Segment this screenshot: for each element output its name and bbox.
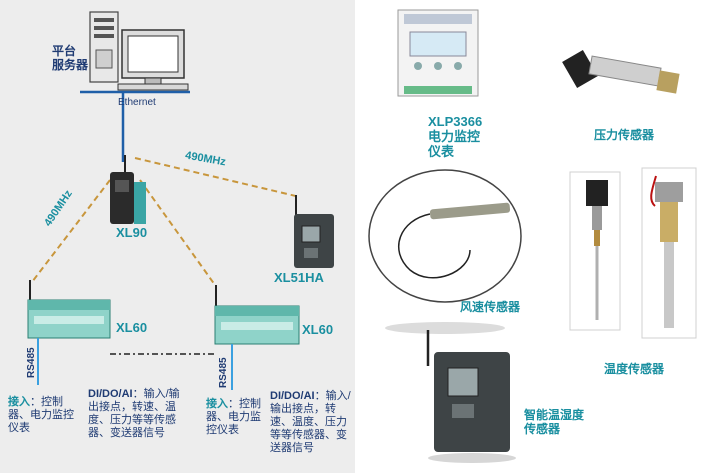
access-note-right: 接入：控制器、电力监控仪表 bbox=[206, 398, 264, 437]
access-note-left-text: ：控制器、电力监控仪表 bbox=[8, 396, 74, 434]
rs485-label-right: RS485 bbox=[218, 357, 229, 388]
radio-link-xl51ha bbox=[134, 157, 301, 198]
dio-note-left-prefix: DI/DO/AI bbox=[88, 388, 133, 400]
access-note-right-prefix: 接入 bbox=[206, 398, 228, 410]
dio-note-right-text: ：输入/输出接点，转速、温度、压力等等传感器、变送器信号 bbox=[270, 390, 351, 454]
xl60-right-label: XL60 bbox=[302, 322, 334, 337]
xl90-label: XL90 bbox=[116, 225, 148, 240]
access-note-left-prefix: 接入 bbox=[8, 396, 30, 408]
pressure-sensor-label: 压力传感器 bbox=[594, 128, 655, 142]
server-tower-icon bbox=[89, 11, 119, 83]
xl51ha-device-icon bbox=[294, 195, 334, 268]
xl51ha-label: XL51HA bbox=[274, 270, 324, 285]
xlp3366-meter-icon bbox=[397, 9, 479, 97]
server-label: 平台 服务器 bbox=[52, 44, 89, 72]
panel-divider bbox=[355, 0, 362, 473]
humidity-sensor-icon bbox=[426, 330, 516, 463]
xl60-right-device-icon bbox=[214, 285, 300, 345]
access-note-left: 接入：控制器、电力监控仪表 bbox=[8, 396, 76, 435]
dio-note-right: DI/DO/AI：输入/输出接点，转速、温度、压力等等传感器、变送器信号 bbox=[270, 390, 352, 455]
ethernet-label: Ethernet bbox=[118, 97, 156, 108]
dio-note-right-prefix: DI/DO/AI bbox=[270, 390, 315, 402]
wind-sensor-icon bbox=[368, 169, 522, 334]
xl90-device-icon bbox=[110, 155, 146, 224]
monitor-icon bbox=[117, 29, 189, 91]
radio-link-right bbox=[139, 179, 216, 286]
radio-link-left bbox=[31, 179, 111, 283]
temperature-sensor-right-icon bbox=[641, 167, 697, 339]
dio-note-left-text: ：输入/输出接点，转速、温度、压力等等传感器、变送器信号 bbox=[88, 388, 180, 439]
pressure-sensor-small-icon bbox=[562, 50, 680, 94]
xl60-left-label: XL60 bbox=[116, 320, 148, 335]
temperature-sensor-label: 温度传感器 bbox=[604, 362, 665, 376]
wind-sensor-label: 风速传感器 bbox=[460, 300, 521, 314]
temperature-sensor-left-icon bbox=[569, 171, 621, 331]
humidity-sensor-label: 智能温湿度 传感器 bbox=[524, 408, 585, 436]
dio-note-left: DI/DO/AI：输入/输出接点，转速、温度、压力等等传感器、变送器信号 bbox=[88, 388, 180, 440]
xl60-left-device-icon bbox=[27, 280, 111, 339]
xlp3366-meter-label: XLP3366 电力监控 仪表 bbox=[428, 114, 483, 159]
rs485-label-left: RS485 bbox=[26, 347, 37, 378]
access-note-right-text: ：控制器、电力监控仪表 bbox=[206, 398, 261, 436]
